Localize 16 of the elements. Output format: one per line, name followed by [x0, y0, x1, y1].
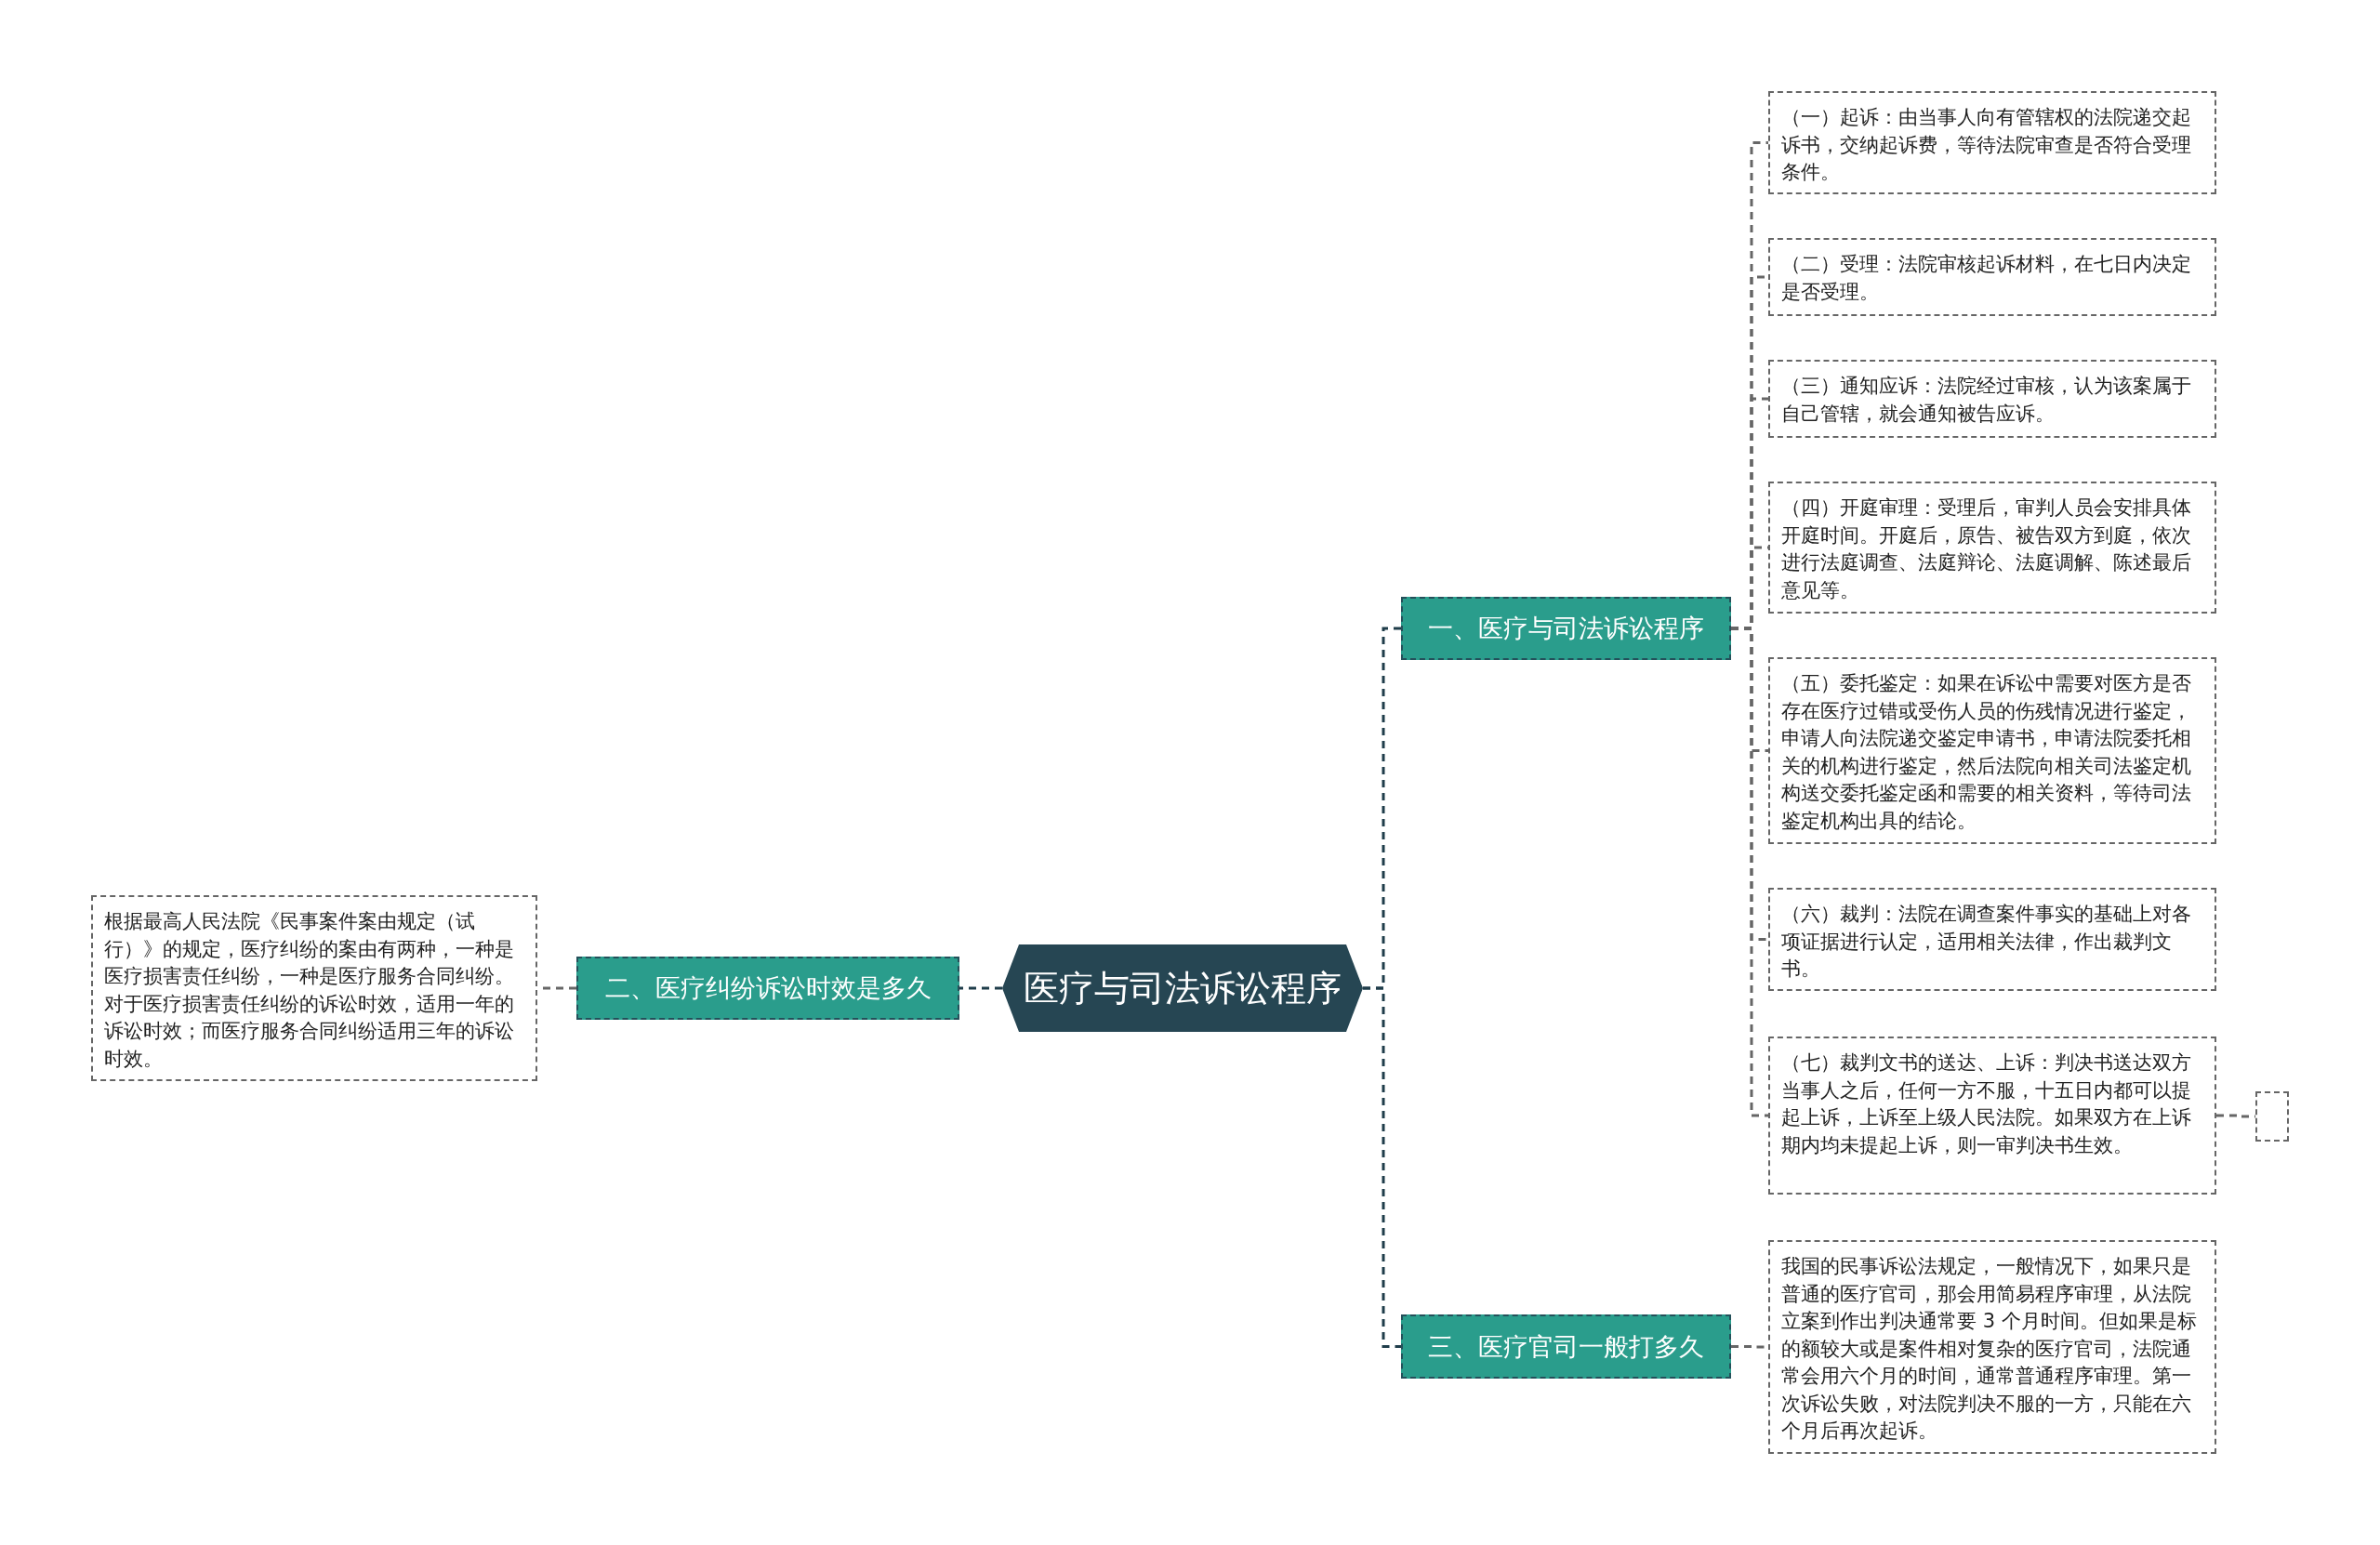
note-box: （一）起诉：由当事人向有管辖权的法院递交起诉书，交纳起诉费，等待法院审查是否符合受理条件。 — [1768, 91, 2216, 194]
empty-box — [2255, 1091, 2289, 1142]
note-box: （五）委托鉴定：如果在诉讼中需要对医方是否存在医疗过错或受伤人员的伤残情况进行鉴定，申请人向法院递交鉴定申请书，申请法院委托相关的机构进行鉴定，然后法院向相关司法鉴定机构送交委托鉴定函和需要的相关资料，等待司法鉴定机构出具的结论。 — [1768, 657, 2216, 844]
topic-box: 三、医疗官司一般打多久 — [1401, 1314, 1731, 1379]
note-box: （七）裁判文书的送达、上诉：判决书送达双方当事人之后，任何一方不服，十五日内都可以提起上诉，上诉至上级人民法院。如果双方在上诉期内均未提起上诉，则一审判决书生效。 — [1768, 1037, 2216, 1195]
note-box: （四）开庭审理：受理后，审判人员会安排具体开庭时间。开庭后，原告、被告双方到庭，依次进行法庭调查、法庭辩论、法庭调解、陈述最后意见等。 — [1768, 482, 2216, 614]
connector-line — [959, 986, 1002, 990]
connector-line — [1363, 986, 1401, 1348]
note-box: 根据最高人民法院《民事案件案由规定（试行）》的规定，医疗纠纷的案由有两种，一种是医疗损害责任纠纷，一种是医疗服务合同纠纷。对于医疗损害责任纠纷的诉讼时效，适用一年的诉讼时效；而医疗服务合同纠纷适用三年的诉讼时效。 — [91, 895, 537, 1081]
note-box: （二）受理：法院审核起诉材料，在七日内决定是否受理。 — [1768, 238, 2216, 316]
note-box: （六）裁判：法院在调查案件事实的基础上对各项证据进行认定，适用相关法律，作出裁判文书。 — [1768, 888, 2216, 991]
topic-box: 二、医疗纠纷诉讼时效是多久 — [576, 957, 959, 1020]
note-box: （三）通知应诉：法院经过审核，认为该案属于自己管辖，就会通知被告应诉。 — [1768, 360, 2216, 438]
central-topic: 医疗与司法诉讼程序 — [1002, 944, 1363, 1032]
note-box: 我国的民事诉讼法规定，一般情况下，如果只是普通的医疗官司，那会用简易程序审理，从法院立案到作出判决通常要 3 个月时间。但如果是标的额较大或是案件相对复杂的医疗官司，法院通常会用六个月的时间，通常普通程序审理。第一次诉讼失败，对法院判决不服的一方，只能在六个月后再次起诉。 — [1768, 1240, 2216, 1454]
topic-box: 一、医疗与司法诉讼程序 — [1401, 597, 1731, 660]
